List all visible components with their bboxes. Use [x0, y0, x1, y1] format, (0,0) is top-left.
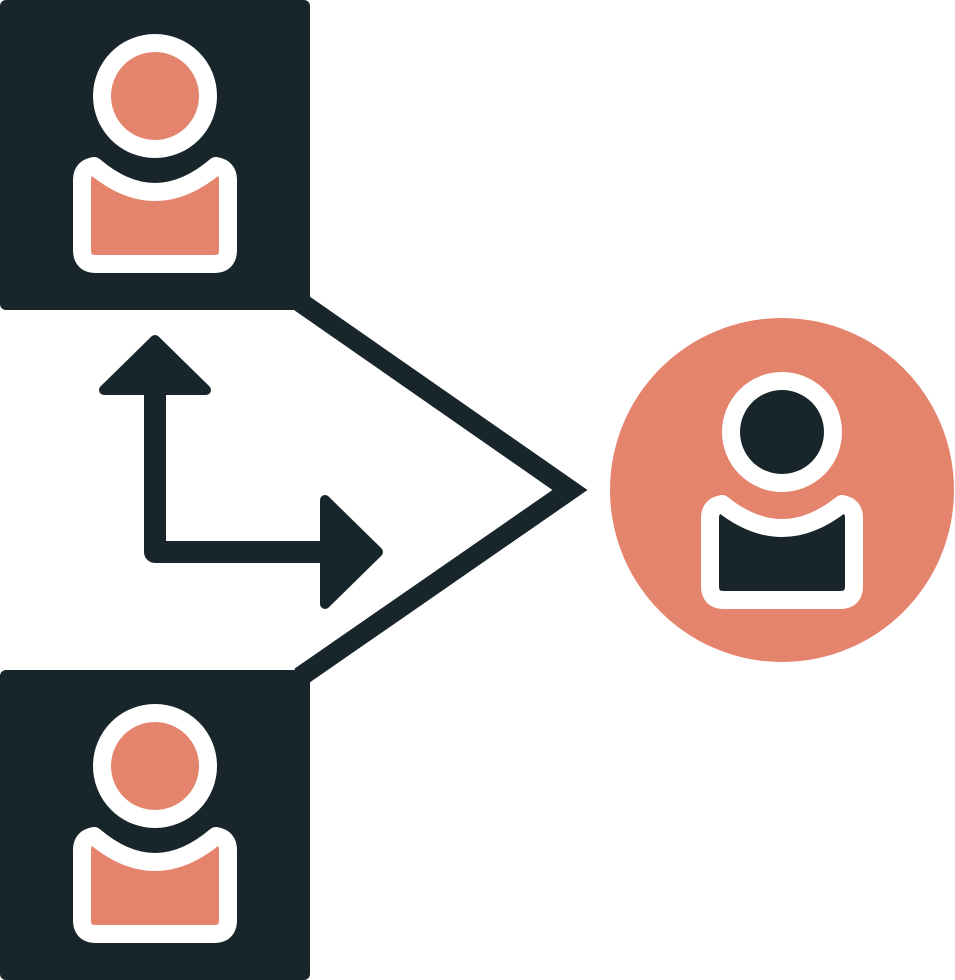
bottom-user-box [0, 670, 310, 980]
bottom-user-head [93, 704, 217, 828]
target-user-circle [610, 318, 954, 662]
connector-line [294, 293, 588, 686]
arrow-up-head [99, 335, 211, 395]
target-user-icon [701, 372, 863, 609]
top-user-head [93, 34, 217, 158]
bottom-user-body [73, 827, 237, 943]
connector-lines [294, 293, 588, 686]
top-user-icon [73, 34, 237, 273]
elbow-double-arrow [99, 335, 383, 609]
bottom-user-icon [73, 704, 237, 943]
arrow-shaft [144, 379, 341, 563]
top-user-body [73, 157, 237, 273]
target-user-body [701, 495, 863, 609]
target-user-head [722, 372, 842, 492]
arrow-right-head [320, 495, 383, 609]
top-user-box [0, 0, 310, 310]
